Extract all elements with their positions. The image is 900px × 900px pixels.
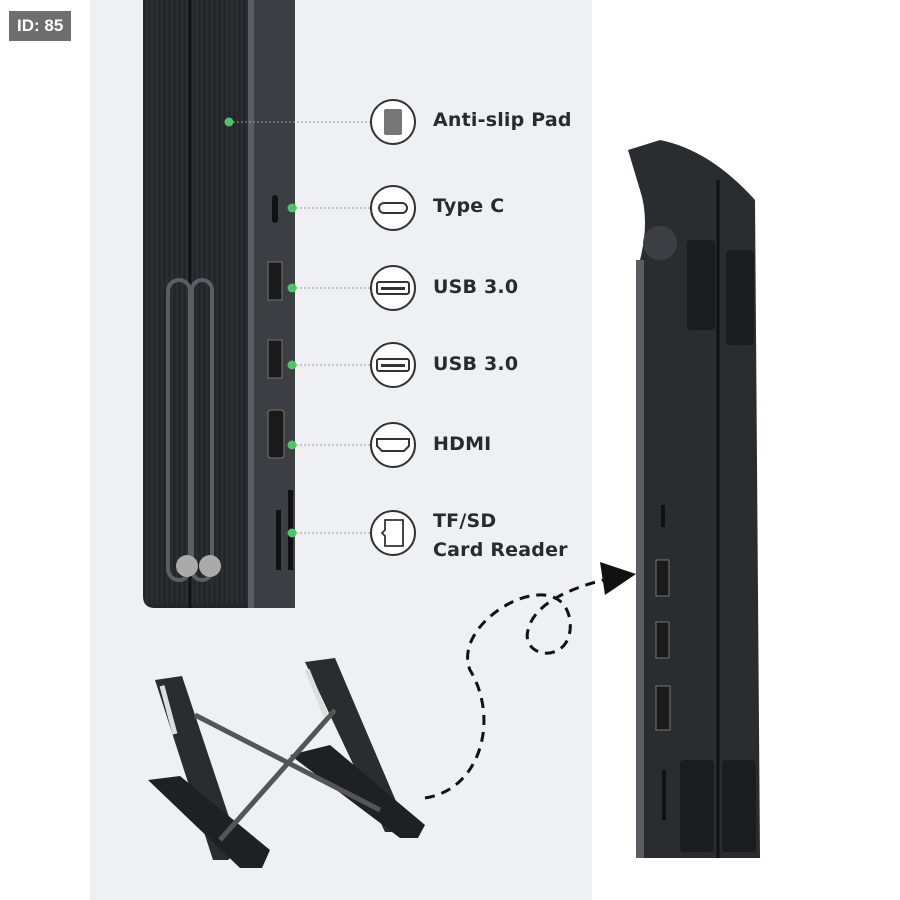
hdmi-icon — [376, 438, 410, 452]
callout-dot — [287, 528, 297, 538]
folded-stand-side — [628, 140, 760, 858]
arrowhead — [600, 562, 636, 595]
folded-stand-closeup — [143, 0, 295, 608]
feature-label-usb-2: USB 3.0 — [433, 353, 519, 375]
usb-type-c-icon — [378, 202, 408, 214]
sd-card-icon — [380, 519, 404, 547]
callout-dot — [224, 117, 234, 127]
feature-label-card-reader: Card Reader — [433, 539, 568, 561]
anti-slip-pad-icon — [384, 109, 402, 135]
feature-label-tf-sd: TF/SD — [433, 510, 497, 532]
callout-dot — [287, 440, 297, 450]
usb-a-icon — [376, 358, 410, 372]
feature-label-anti-slip-pad: Anti-slip Pad — [433, 109, 572, 131]
image-id-badge: ID: 85 — [9, 11, 72, 41]
usb-a-icon — [376, 281, 410, 295]
dashed-arrow — [424, 576, 613, 800]
callout-dot — [287, 203, 297, 213]
feature-icon-circle — [370, 510, 416, 556]
open-stand — [148, 658, 425, 868]
callout-dot — [287, 283, 297, 293]
feature-icon-circle — [370, 185, 416, 231]
feature-label-hdmi: HDMI — [433, 433, 492, 455]
callout-dot — [287, 360, 297, 370]
feature-label-usb-1: USB 3.0 — [433, 276, 519, 298]
feature-icon-circle — [370, 422, 416, 468]
feature-label-type-c: Type C — [433, 195, 505, 217]
